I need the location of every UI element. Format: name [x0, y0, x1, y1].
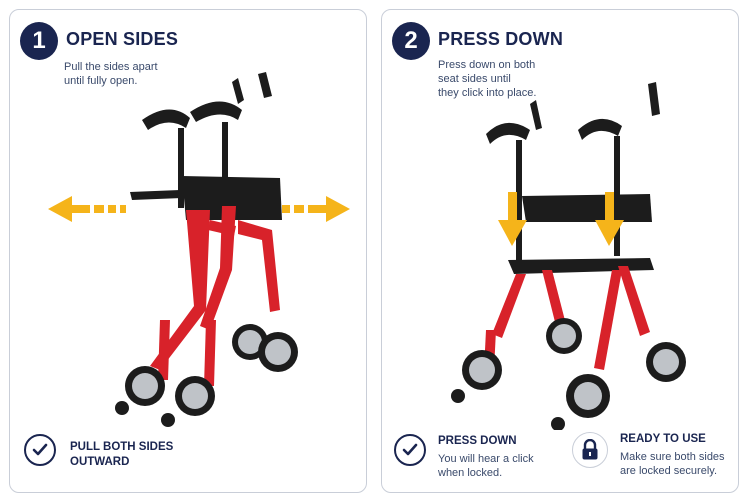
arrow-down-icon	[498, 192, 527, 246]
step-title: PRESS DOWN	[438, 29, 564, 49]
step-1-panel: 1 OPEN SIDES Pull the sides apart until …	[9, 9, 367, 493]
walker-wheels	[451, 318, 686, 430]
footer-title: READY TO USE	[620, 433, 706, 445]
walker-frame	[484, 82, 660, 370]
checkmark-circle-icon	[394, 434, 426, 466]
step-description: Press down on both seat sides until they…	[438, 59, 537, 99]
padlock-icon	[572, 432, 608, 468]
arrow-right-icon	[272, 196, 350, 222]
step-title: OPEN SIDES	[66, 29, 179, 49]
step-number-badge: 1	[20, 22, 58, 60]
arrow-left-icon	[48, 196, 126, 222]
walker-wheels	[115, 324, 298, 427]
walker-press-illustration	[451, 82, 686, 430]
arrow-down-icon	[595, 192, 624, 246]
footer-subtitle: Make sure both sides are locked securely…	[620, 451, 725, 477]
footer-press-down: PRESS DOWN You will hear a click when lo…	[394, 434, 534, 480]
checkmark-circle-icon	[24, 434, 56, 466]
step-description: Pull the sides apart until fully open.	[64, 61, 158, 87]
footer-subtitle: You will hear a click when locked.	[438, 453, 534, 479]
walker-open-illustration	[48, 72, 350, 427]
step-number-badge: 2	[392, 22, 430, 60]
step-2-panel: 2 PRESS DOWN Press down on both seat sid…	[381, 9, 739, 493]
footer-pull-sides: PULL BOTH SIDES OUTWARD	[24, 434, 173, 470]
walker-frame	[130, 72, 282, 386]
footer-ready-to-use: READY TO USE Make sure both sides are lo…	[572, 432, 725, 478]
footer-title: PRESS DOWN	[438, 435, 517, 447]
footer-title: PULL BOTH SIDES OUTWARD	[70, 441, 174, 468]
